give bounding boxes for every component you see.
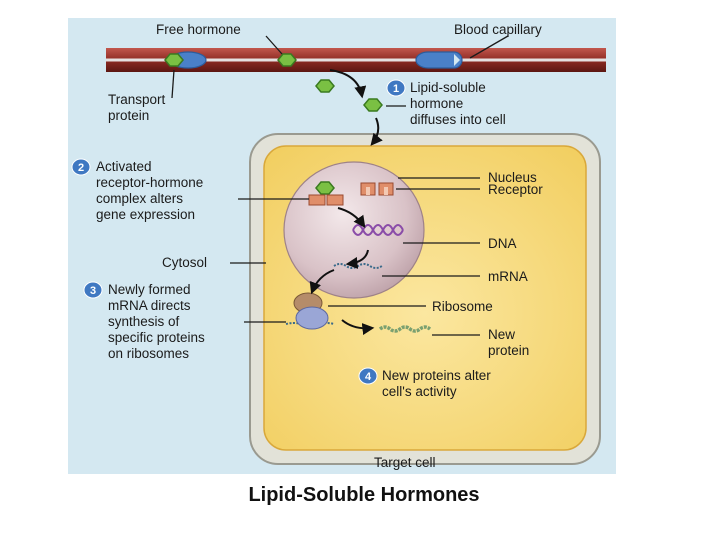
- ribosome-icon: [285, 292, 335, 330]
- receptor-icon: [360, 182, 394, 196]
- cytosol-label: Cytosol: [162, 255, 207, 270]
- hormone-icon: [277, 53, 297, 67]
- nucleus-label: Nucleus: [488, 170, 537, 185]
- step-3-text: Newly formed mRNA directs synthesis of s…: [108, 282, 209, 361]
- transport-protein-icon: [415, 51, 463, 69]
- free-hormone-label: Free hormone: [156, 22, 241, 37]
- hormone-icon: [363, 98, 383, 112]
- step-1-text: Lipid-soluble hormone diffuses into cell: [410, 80, 506, 127]
- target-cell-label: Target cell: [374, 455, 436, 470]
- receptor-hormone-complex-icon: [308, 181, 344, 206]
- svg-text:1: 1: [393, 83, 399, 95]
- step-badge-1: 1: [386, 79, 406, 97]
- hormone-icon: [164, 53, 184, 67]
- receptor-label: Receptor: [488, 182, 543, 197]
- svg-text:3: 3: [90, 285, 96, 297]
- svg-text:4: 4: [365, 371, 372, 383]
- lipid-soluble-hormone-diagram: 1 2 3 4 Free hormone Blood capillary Tra…: [68, 18, 616, 474]
- dna-icon: [352, 224, 404, 236]
- ribosome-label: Ribosome: [432, 299, 493, 314]
- leader-lines: [171, 35, 509, 336]
- step-2-text: Activated receptor-hormone complex alter…: [96, 159, 207, 222]
- dna-label: DNA: [488, 236, 517, 251]
- step-badge-3: 3: [83, 281, 103, 299]
- svg-text:2: 2: [78, 162, 84, 174]
- process-arrows: [309, 69, 383, 336]
- slide-caption: Lipid-Soluble Hormones: [248, 484, 480, 506]
- mrna-label: mRNA: [488, 269, 528, 284]
- step-badge-2: 2: [71, 158, 91, 176]
- step-4-text: New proteins alter cell's activity: [382, 368, 495, 399]
- blood-capillary-label: Blood capillary: [454, 22, 542, 37]
- hormone-icon: [315, 79, 335, 93]
- new-protein-label: New protein: [488, 327, 529, 358]
- new-protein-icon: [378, 325, 432, 333]
- transport-protein-label: Transport protein: [108, 92, 169, 123]
- step-badge-4: 4: [358, 367, 378, 385]
